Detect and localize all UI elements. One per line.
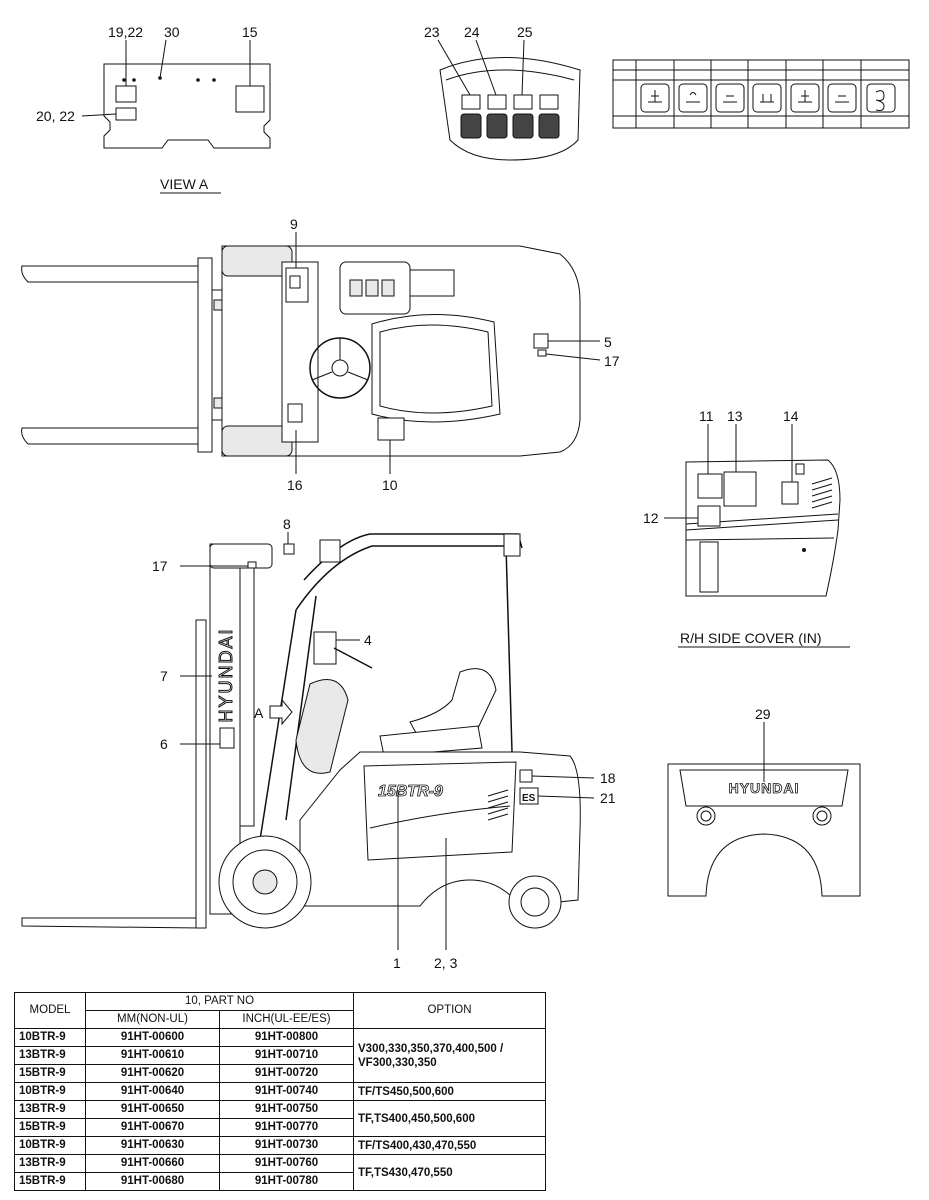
option-cell: TF/TS450,500,600 (353, 1082, 546, 1101)
col-option: OPTION (353, 992, 546, 1029)
callout-17-side: 17 (152, 558, 168, 574)
table-row: 10BTR-9 91HT-00640 91HT-00740 TF/TS450,5… (14, 1082, 546, 1101)
decal-6 (219, 727, 235, 749)
table-header-row: MODEL 10, PART NO OPTION (14, 992, 546, 1029)
table-row: 13BTR-9 91HT-00610 91HT-00710 (14, 1046, 546, 1065)
caption-view-a: VIEW A (160, 176, 209, 192)
switch-buttons (460, 113, 560, 139)
decal-15 (235, 85, 265, 113)
fork-upper (21, 265, 201, 283)
table-row: 10BTR-9 91HT-00600 91HT-00800 V300,330,3… (14, 1028, 546, 1083)
forklift-top-view: 9 5 17 16 10 (21, 216, 620, 493)
es-badge: ES (522, 793, 536, 804)
decal-20-22 (115, 107, 137, 121)
decal-11 (697, 473, 723, 499)
callout-17-top: 17 (604, 353, 620, 369)
decal-18 (519, 769, 533, 783)
callout-10: 10 (382, 477, 398, 493)
callout-11: 11 (699, 408, 714, 424)
callout-5: 5 (604, 334, 612, 350)
decal-8 (283, 543, 295, 555)
forklift-side-view: HYUNDAI 15BTR-9 ES (21, 516, 616, 971)
counterweight-brand-decal: HYUNDAI (729, 780, 800, 796)
callout-15: 15 (242, 24, 258, 40)
callout-19-22: 19,22 (108, 24, 143, 40)
option-cell: V300,330,350,370,400,500 / VF300,330,350 (353, 1028, 546, 1083)
callout-14: 14 (783, 408, 799, 424)
callout-1: 1 (393, 955, 401, 971)
decal-5 (533, 333, 549, 349)
view-a-panel: 19,22 30 15 20, 22 VIEW A (36, 24, 271, 194)
table-row: 13BTR-9 91HT-00650 91HT-00750 TF,TS400,4… (14, 1100, 546, 1137)
switch-labels (461, 94, 559, 110)
callout-29: 29 (755, 706, 771, 722)
callout-2-3: 2, 3 (434, 955, 458, 971)
decal-17-top (537, 349, 547, 357)
callout-13: 13 (727, 408, 743, 424)
col-part-no: 10, PART NO (85, 992, 354, 1011)
view-a-arrow-label: A (254, 705, 264, 721)
callout-18: 18 (600, 770, 616, 786)
switch-pad: 23 24 25 (424, 24, 581, 161)
option-cell: TF,TS400,450,500,600 (353, 1100, 546, 1137)
table-row: 10BTR-9 91HT-00630 91HT-00730 TF/TS400,4… (14, 1136, 546, 1155)
callout-21: 21 (600, 790, 616, 806)
decal-10 (377, 417, 405, 441)
decal-4 (313, 631, 337, 665)
part-number-table: MODEL 10, PART NO OPTION MM(NON-UL) INCH… (14, 992, 546, 1191)
model-badge: 15BTR-9 (378, 783, 443, 800)
rear-counterweight: HYUNDAI 29 (667, 706, 861, 897)
table-row: 15BTR-9 91HT-00680 91HT-00780 (14, 1172, 546, 1191)
caption-rh-side-cover: R/H SIDE COVER (IN) (680, 630, 822, 646)
lever-symbol-icons (640, 83, 896, 113)
col-mm: MM(NON-UL) (85, 1010, 220, 1029)
callout-20-22: 20, 22 (36, 108, 75, 124)
col-model: MODEL (14, 992, 86, 1029)
callout-25: 25 (517, 24, 533, 40)
callout-30: 30 (164, 24, 180, 40)
callout-9: 9 (290, 216, 298, 232)
lever-decal-sheet (612, 59, 910, 129)
callout-12: 12 (643, 510, 659, 526)
view-a-arrow-icon (269, 698, 293, 726)
callout-23: 23 (424, 24, 440, 40)
callout-8: 8 (283, 516, 291, 532)
option-cell: TF/TS400,430,470,550 (353, 1136, 546, 1155)
decal-17-side (247, 561, 257, 569)
decal-14 (781, 481, 799, 505)
decal-12 (697, 505, 721, 527)
table-row: 13BTR-9 91HT-00660 91HT-00760 TF,TS430,4… (14, 1154, 546, 1191)
rh-side-cover: 11 13 14 12 R/H SIDE COVER (IN) (643, 408, 850, 648)
callout-6: 6 (160, 736, 168, 752)
rear-wheel (508, 875, 562, 929)
col-inch: INCH(UL-EE/ES) (219, 1010, 354, 1029)
callout-7: 7 (160, 668, 168, 684)
fork-lower (21, 427, 201, 445)
table-subheader-row: MM(NON-UL) INCH(UL-EE/ES) (15, 1010, 546, 1029)
callout-24: 24 (464, 24, 480, 40)
callout-16: 16 (287, 477, 303, 493)
mast-brand-decal: HYUNDAI (216, 627, 236, 722)
option-cell: TF,TS430,470,550 (353, 1154, 546, 1191)
fork-side (21, 917, 201, 929)
decal-13 (723, 471, 757, 507)
decal-19-22 (115, 85, 137, 103)
callout-4: 4 (364, 632, 372, 648)
